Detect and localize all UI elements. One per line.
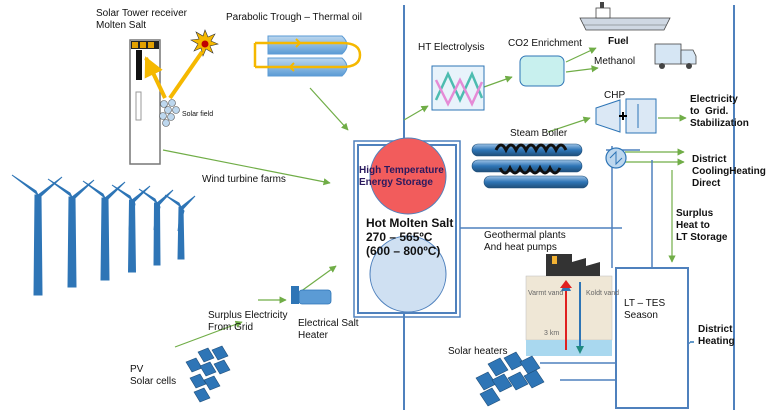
- parabolic-trough-collectors: [253, 35, 362, 77]
- co2-enrichment-label: CO2 Enrichment: [508, 38, 582, 49]
- wind-turbine-farm-icon: [11, 174, 196, 296]
- sun-icon: [190, 29, 219, 57]
- sun-ray: [168, 50, 204, 100]
- pv-label: PV Solar cells: [130, 364, 177, 387]
- district-cooling-label: District CoolingHeating Direct: [692, 154, 766, 189]
- flow-heater-to-storage: [299, 265, 337, 293]
- flow-storage-to-electrolysis: [403, 105, 429, 121]
- flow-tower-to-storage: [162, 149, 331, 186]
- co2-enrichment-unit: [519, 55, 565, 87]
- geothermal-plant-icon: [525, 254, 613, 356]
- surplus-electricity-label: Surplus Electricity From Grid: [208, 310, 288, 333]
- flow-electrolysis-to-co2: [483, 75, 513, 88]
- geo-depth-label: 3 km: [544, 330, 560, 337]
- ship-icon: [579, 2, 671, 31]
- steam-boiler-label: Steam Boiler: [510, 128, 568, 139]
- central-storage-tank: [353, 137, 461, 318]
- methanol-label: Methanol: [594, 56, 636, 67]
- solar-heater-panels-icon: [475, 351, 545, 407]
- district-heating-label: District Heating: [698, 324, 735, 347]
- flow-co2-to-fuel: [565, 47, 597, 63]
- fuel-label: Fuel: [608, 36, 629, 47]
- ht-storage-label: High Temperature Energy Storage: [359, 165, 444, 188]
- heliostat-field-icon: [159, 99, 180, 127]
- hot-molten-salt-label: Hot Molten Salt 270 – 565ºC (600 – 800ºC…: [366, 216, 454, 258]
- lt-tes-tank: [615, 267, 689, 409]
- geothermal-label: Geothermal plants And heat pumps: [484, 230, 566, 253]
- chp-turbine-icon: [595, 98, 657, 134]
- ht-electrolysis-label: HT Electrolysis: [418, 42, 485, 53]
- reflected-ray: [144, 56, 167, 99]
- truck-icon: [654, 43, 697, 69]
- flow-pv-to-heater: [174, 320, 243, 348]
- wind-farm-label: Wind turbine farms: [202, 174, 286, 185]
- steam-boiler-icon: [471, 143, 589, 189]
- parabolic-trough-label: Parabolic Trough – Thermal oil: [226, 12, 362, 23]
- electrical-heater-label: Electrical Salt Heater: [298, 318, 359, 341]
- flow-boiler-to-chp: [547, 116, 591, 133]
- solar-tower-label: Solar Tower receiver Molten Salt: [96, 8, 187, 31]
- flow-co2-to-methanol: [565, 65, 599, 73]
- electrolysis-unit: [431, 65, 485, 111]
- electrical-salt-heater-icon: [291, 286, 332, 305]
- flow-trough-to-storage: [309, 87, 349, 131]
- geo-cold-label: Koldt vand: [586, 290, 620, 297]
- pv-panels-icon: [185, 345, 231, 403]
- chp-label: CHP: [604, 90, 626, 101]
- surplus-heat-label: Surplus Heat to LT Storage: [676, 208, 728, 243]
- heat-exchanger-icon: [605, 147, 627, 169]
- electricity-grid-label: Electricity to Grid. Stabilization: [690, 94, 749, 129]
- geo-warm-label: Varmt vand: [528, 290, 564, 297]
- solar-heaters-label: Solar heaters: [448, 346, 508, 357]
- lt-tes-label: LT – TES Season: [624, 298, 666, 321]
- solar-field-label: Solar field: [182, 111, 214, 118]
